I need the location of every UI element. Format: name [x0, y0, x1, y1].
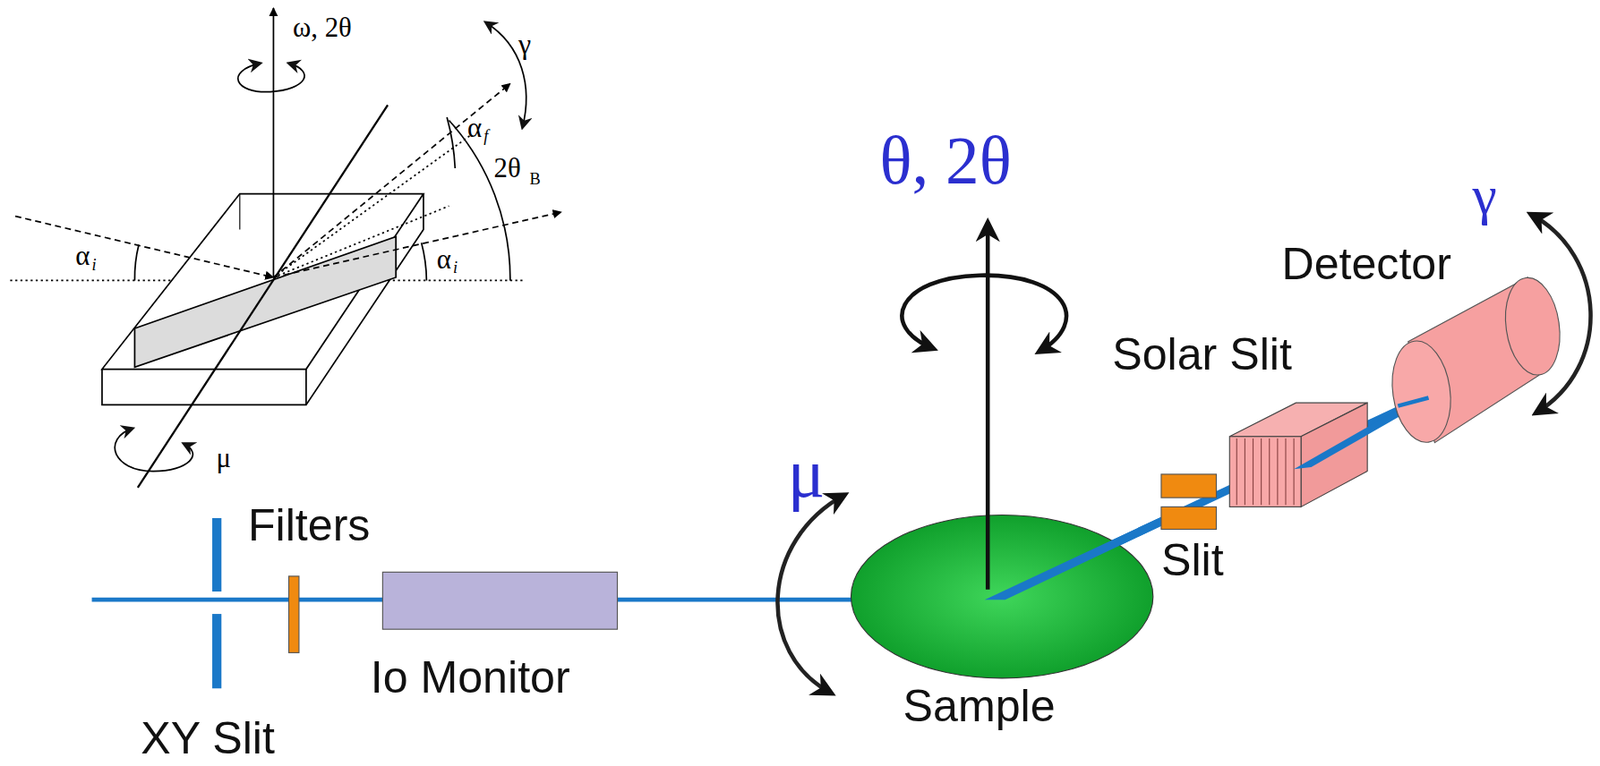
- subscript: B: [529, 171, 540, 188]
- theta-axis: [901, 222, 1067, 590]
- part-name: Slit: [1161, 538, 1224, 583]
- gamma-rotation-arrow: [1531, 213, 1592, 413]
- angle-label: 2θ: [494, 154, 522, 183]
- mu-rotation-arrow: [777, 495, 845, 694]
- rotation-label: γ: [1472, 168, 1498, 224]
- solar-slit-box: [1229, 402, 1368, 507]
- part-name: Sample: [903, 684, 1056, 729]
- rotation-label: μ: [787, 438, 826, 508]
- part-name: Filters: [248, 503, 371, 548]
- inset-geometry: [9, 8, 561, 488]
- angle-label: α: [436, 246, 452, 274]
- part-name: Detector: [1281, 241, 1452, 287]
- subscript: i: [92, 256, 97, 274]
- angle-label: α: [75, 242, 90, 271]
- filter-plate: [289, 576, 300, 653]
- subscript: f: [483, 128, 488, 146]
- subscript: i: [453, 260, 458, 277]
- axis-label: ω, 2θ: [292, 14, 352, 43]
- xy-slit-blades: [212, 518, 222, 689]
- part-name: Solar Slit: [1112, 331, 1292, 377]
- detector-cylinder: [1386, 273, 1566, 446]
- beam-line: [92, 393, 1429, 600]
- axis-label: μ: [216, 444, 232, 473]
- slit-blades: [1161, 474, 1217, 531]
- angle-label: α: [467, 114, 482, 143]
- io-monitor-box: [382, 572, 617, 630]
- part-name: XY Slit: [140, 716, 275, 762]
- rotation-label: θ, 2θ: [879, 127, 1011, 195]
- angle-label: γ: [518, 30, 531, 60]
- part-name: Io Monitor: [370, 655, 571, 701]
